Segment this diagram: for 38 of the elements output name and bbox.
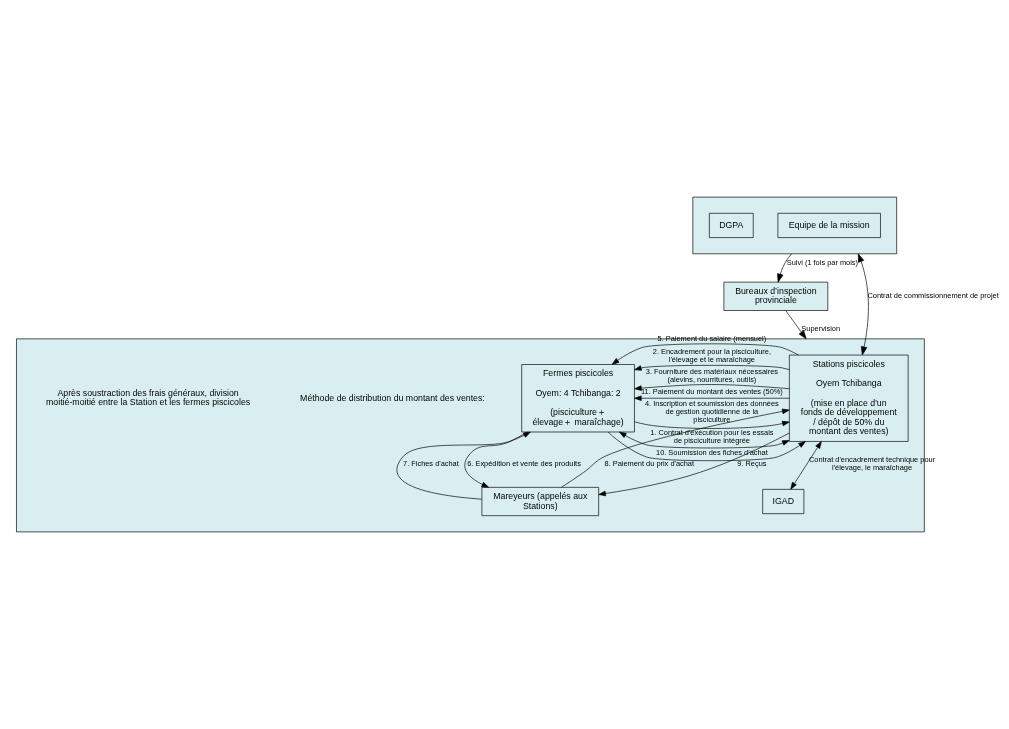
- edge-label: 1. Contrat d'exécution pour les essais de pisciculture intégrée: [650, 427, 774, 445]
- edge-label: 8. Paiement du prix d'achat: [604, 459, 695, 469]
- edge-label: Supervision: [801, 324, 841, 334]
- label: Après soustraction des frais généraux, division moitié-moitié entre la Station et les fermes piscicoles: [46, 387, 251, 408]
- edge-label: 10. Soumission des fiches d'achat: [656, 447, 768, 457]
- edge-label: 4. Inscription et soumission des données de gestion quotidienne de la pisciculture: [644, 399, 779, 425]
- edge-label: 3. Fourniture des matériaux nécessaires (alevins, nourritures, outils): [645, 366, 778, 384]
- arrow: [777, 253, 792, 283]
- arrow: [790, 441, 822, 490]
- edge-label: Contrat de commissionnement de projet: [867, 291, 999, 301]
- arrow: [857, 253, 869, 356]
- edge-label: Suivi (1 fois par mois): [786, 258, 859, 268]
- label: Méthode de distribution du montant des ventes:: [300, 392, 485, 403]
- arrow: [396, 431, 531, 500]
- arrow: [561, 408, 790, 488]
- arrow: [634, 420, 790, 429]
- arrow: [619, 431, 790, 449]
- node-box: Mareyeurs (appelés aux Stations): [481, 487, 599, 517]
- node-box: Stations piscicoles Oyem Tchibanga (mise en place d'un fonds de développement / dépôt de 50% du montant des ventes): [789, 354, 909, 442]
- arrow: [611, 343, 799, 365]
- edge-label: 5. Paiement du salaire (mensuel): [657, 334, 767, 344]
- node-box: Bureaux d’inspection provinciale: [723, 281, 829, 311]
- node-box: Fermes piscicoles Oyem: 4 Tchibanga: 2 (pisciculture＋ élevage＋ maraîchage): [521, 364, 635, 433]
- edge-label: 6. Expédition et vente des produits: [467, 459, 581, 469]
- edge-label: 7. Fiches d'achat: [403, 459, 459, 469]
- node-box: IGAD: [762, 489, 805, 514]
- arrow: [634, 365, 790, 371]
- arrow: [607, 431, 806, 462]
- arrow: [634, 395, 790, 401]
- edge-label: 11. Paiement du montant des ventes (50%): [640, 387, 783, 397]
- arrow: [785, 310, 807, 340]
- arrow: [634, 384, 790, 391]
- arrow: [598, 432, 790, 497]
- edge-label: 2. Encadrement pour la pisciculture, l'élevage et le maraîchage: [652, 346, 771, 364]
- node-box: Equipe de la mission: [777, 212, 881, 238]
- node-box: DGPA: [709, 212, 754, 238]
- edge-label: 9. Reçus: [737, 459, 767, 469]
- cluster: [692, 196, 897, 255]
